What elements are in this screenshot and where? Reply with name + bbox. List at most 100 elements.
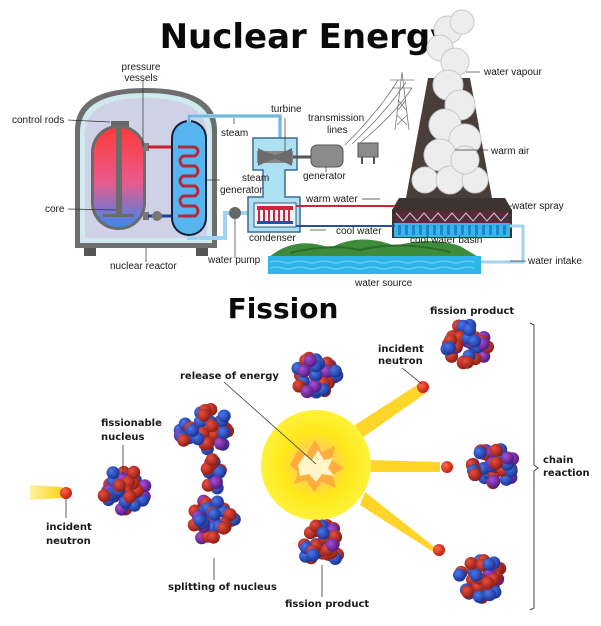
nucleon [468, 468, 482, 482]
splitting-nucleus-neck [200, 453, 227, 495]
label-cool-water: cool water [336, 226, 382, 237]
nucleon [214, 437, 227, 450]
nucleon [197, 408, 211, 422]
reactor-pump [152, 211, 162, 221]
label-chain-reaction: chain [543, 455, 573, 466]
label-release-of-energy: release of energy [180, 371, 279, 382]
label-control-rods: control rods [12, 115, 64, 126]
neutron-bottom [433, 544, 445, 556]
control-rod [116, 125, 122, 217]
nucleon [205, 453, 219, 467]
nucleon [481, 576, 495, 590]
label-water-pump: water pump [207, 255, 261, 266]
svg-text:neutron: neutron [378, 356, 423, 367]
label-transmission-lines: transmission [308, 113, 364, 124]
label-fissionable-nucleus: fissionable [101, 418, 162, 429]
label-splitting-of-nucleus: splitting of nucleus [168, 582, 277, 593]
splitting-nucleus-top [173, 403, 235, 456]
label-steam-generator: steam [242, 173, 269, 184]
water-pump [229, 207, 241, 219]
reactor-foot-right [196, 246, 208, 256]
nucleon [127, 465, 141, 479]
label-incident-neutron-top: incident [378, 344, 424, 355]
splitting-nucleus-bottom [187, 494, 241, 545]
label-generator: generator [303, 171, 346, 182]
nucleon [328, 364, 342, 378]
chain-reaction-bracket [529, 322, 539, 611]
cool-water-basin [394, 223, 510, 237]
nucleon [112, 479, 126, 492]
nucleon [217, 426, 231, 440]
nucleon [217, 521, 231, 535]
nucleon [468, 334, 481, 348]
cooling-tower [392, 9, 512, 238]
nucleon [501, 451, 514, 465]
svg-text:lines: lines [327, 125, 348, 136]
nucleon [489, 443, 503, 457]
nucleon [482, 557, 496, 571]
svg-text:vessels: vessels [124, 73, 157, 84]
nucleon [210, 495, 224, 509]
nucleon [123, 490, 137, 504]
pressure-vessel [91, 121, 149, 230]
nucleon [193, 513, 207, 527]
nucleon [461, 585, 475, 599]
fission-title: Fission [228, 292, 339, 325]
fission-product-upper [291, 351, 344, 399]
nucleon [186, 424, 199, 437]
label-core: core [45, 204, 65, 215]
nucleon [297, 364, 311, 378]
main-title: Nuclear Energy [160, 17, 453, 57]
svg-text:neutron: neutron [46, 536, 91, 547]
steam-cloud [411, 9, 489, 195]
nucleon [316, 526, 330, 540]
nucleon [469, 568, 483, 582]
beam-down [360, 492, 438, 555]
water-spray-section [396, 211, 508, 223]
nuclei-group [97, 318, 520, 604]
nucleon [472, 590, 486, 604]
neutron-incident [60, 487, 72, 499]
nucleon [217, 409, 231, 423]
label-fission-product-top: fission product [430, 306, 514, 317]
label-fission-product-bottom: fission product [285, 599, 369, 610]
steam-generator [171, 120, 207, 236]
nucleon [207, 507, 221, 521]
transformer [357, 142, 379, 158]
fission-product-chain-3 [453, 554, 507, 604]
intake-pipe [480, 224, 525, 264]
nucleon [453, 568, 466, 582]
nucleon [460, 355, 474, 369]
nucleon [206, 530, 220, 544]
fissionable-nucleus [97, 465, 152, 516]
fission-product-lower [298, 519, 345, 565]
fission-product-chain-2 [465, 443, 520, 490]
turbine-housing [247, 137, 301, 233]
beam-up [355, 383, 426, 438]
heat-exchange-coil [178, 145, 200, 218]
nucleon [473, 446, 487, 460]
label-water-spray: water spray [511, 201, 564, 212]
label-water-intake: water intake [527, 256, 582, 267]
turbine [257, 148, 293, 166]
energy-beams [30, 383, 440, 555]
hills [268, 239, 480, 258]
nucleon [201, 437, 215, 450]
label-condenser: condenser [249, 233, 296, 244]
nucleon [209, 476, 223, 490]
nucleon [223, 508, 237, 522]
label-water-source: water source [354, 278, 413, 289]
nucleon [326, 538, 339, 552]
label-cool-water-basin: cool water basin [410, 235, 482, 246]
neutron-mid [441, 461, 453, 473]
nucleon [487, 474, 501, 488]
nucleon [464, 557, 478, 570]
nucleon [205, 419, 219, 433]
nucleon [177, 433, 191, 447]
nucleon [483, 588, 497, 602]
label-steam: steam [221, 128, 248, 139]
label-pressure-vessels: pressure [122, 62, 161, 73]
nucleon [489, 456, 503, 470]
beam-incoming [30, 485, 62, 500]
